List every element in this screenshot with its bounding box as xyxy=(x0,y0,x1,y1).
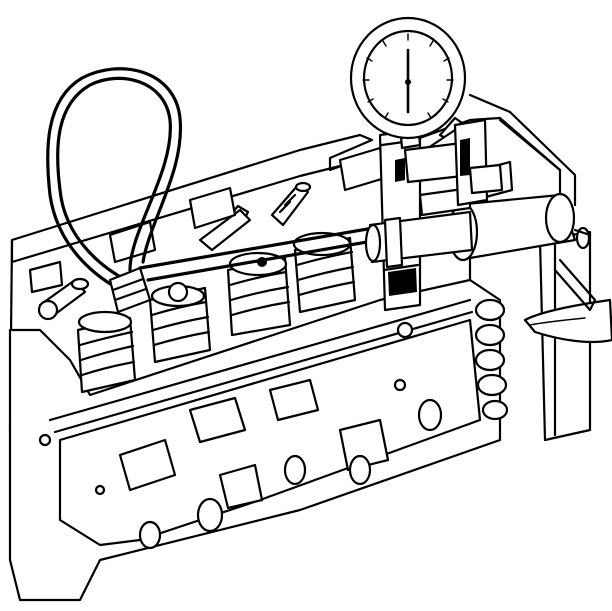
gauge-ticks xyxy=(362,33,454,119)
valve-springs xyxy=(76,231,357,394)
hose-fitting xyxy=(108,266,152,314)
valve-spring-3 xyxy=(226,251,292,337)
valve-spring-2 xyxy=(148,281,212,364)
head-bolt-bosses xyxy=(474,298,509,421)
valve-spring-4 xyxy=(292,231,357,314)
rocker-studs xyxy=(37,116,467,321)
head-right-edge xyxy=(468,93,577,207)
rocker-stud-1 xyxy=(37,277,90,321)
adapter-hose xyxy=(46,67,392,294)
valve-spring-1 xyxy=(76,310,137,394)
compressor-frame xyxy=(447,192,612,442)
rocker-stud-3 xyxy=(270,181,312,227)
pressure-gauge xyxy=(349,16,467,150)
intake-ports xyxy=(38,321,443,550)
